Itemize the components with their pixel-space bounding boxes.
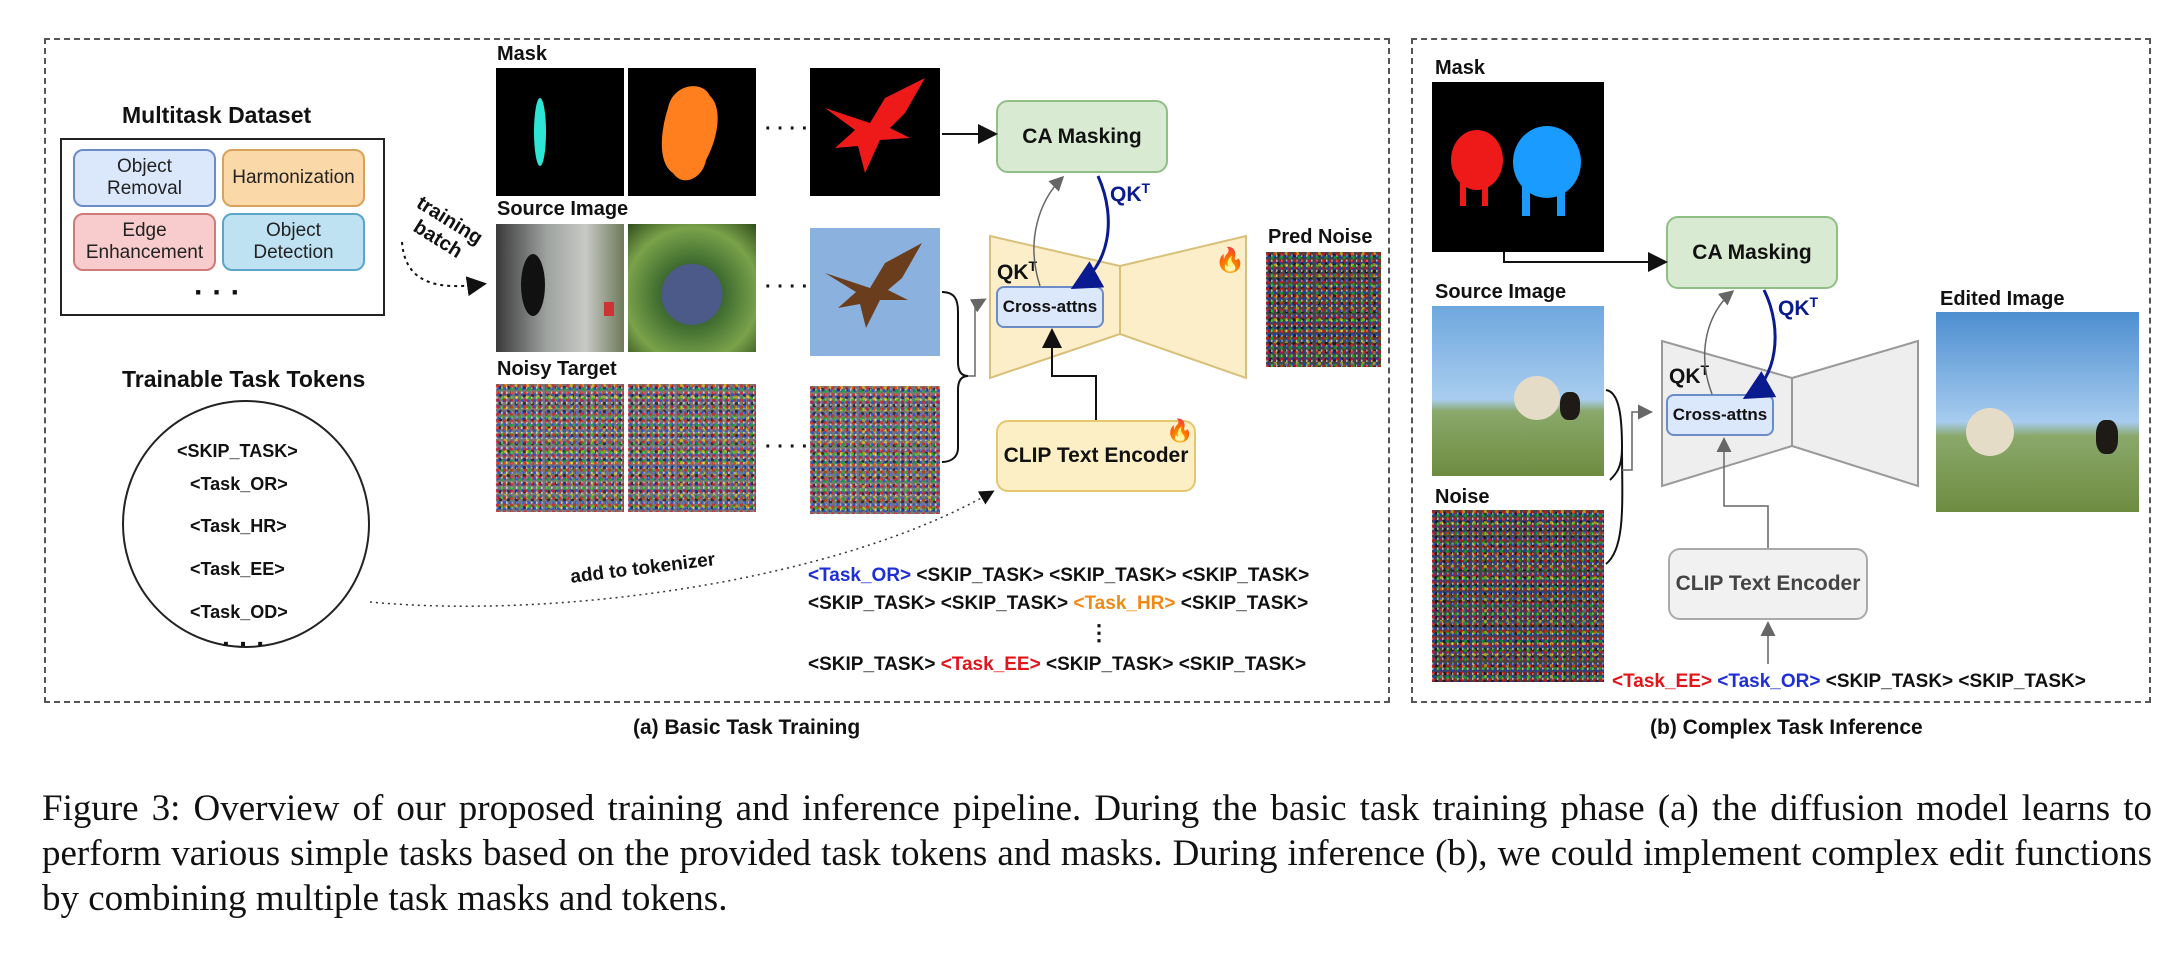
fire-icon: 🔥 [1166, 418, 1194, 443]
clip-text-encoder-a: CLIP Text Encoder [996, 420, 1196, 492]
edited-label: Edited Image [1940, 288, 2065, 310]
figure-caption: Figure 3: Overview of our proposed train… [42, 788, 2152, 919]
dataset-title: Multitask Dataset [122, 102, 312, 128]
dataset-item-harmonization: Harmonization [222, 149, 365, 207]
prompt-line-2-segment: <SKIP_TASK> <SKIP_TASK> [808, 593, 1074, 614]
tokens-title: Trainable Task Tokens [122, 366, 366, 392]
dataset-item-edge-enhancement: Edge Enhancement [73, 213, 216, 271]
tokens-ellipsis: · · · [222, 628, 266, 659]
prompt-line-b-segment: <Task_OR> [1717, 671, 1821, 692]
prompt-line-2-segment: <SKIP_TASK> [1175, 593, 1309, 614]
pred-noise-label: Pred Noise [1268, 226, 1373, 248]
source-label-b: Source Image [1435, 281, 1567, 303]
source-image-3 [810, 228, 940, 356]
prompt-line-1: <Task_OR> <SKIP_TASK> <SKIP_TASK> <SKIP_… [808, 565, 1309, 587]
prompt-line-b: <Task_EE> <Task_OR> <SKIP_TASK> <SKIP_TA… [1612, 671, 2086, 693]
red-bird-mask-shape [825, 78, 925, 173]
ca-masking-block-a: CA Masking [996, 100, 1168, 173]
prompt-line-1-segment: <SKIP_TASK> <SKIP_TASK> <SKIP_TASK> [911, 565, 1310, 586]
noisy-row-ellipsis: · · · · [765, 436, 809, 458]
clip-text-encoder-b: CLIP Text Encoder [1668, 548, 1868, 620]
source-image-1 [496, 224, 624, 352]
prompt-line-2-segment: <Task_HR> [1073, 593, 1176, 614]
panel-a-frame [44, 38, 1390, 703]
dual-sheep-mask-shape [1451, 126, 1581, 216]
prompt-vdots: ⋮ [1088, 620, 1110, 645]
prompt-line-3-segment: <Task_EE> [940, 654, 1041, 675]
fire-icon: 🔥 [1215, 247, 1245, 274]
qkt-label-a: QKT [997, 258, 1038, 284]
prompt-line-b-segment: <Task_EE> [1612, 671, 1713, 692]
token-task-or: <Task_OR> [190, 474, 288, 494]
kite-bird-shape [825, 243, 922, 328]
dataset-box [60, 138, 385, 316]
noisy-image-3 [810, 386, 940, 514]
dataset-item-object-detection: Object Detection [222, 213, 365, 271]
qkt-arrow-label-a: QKT [1110, 180, 1151, 206]
prompt-line-3-segment: <SKIP_TASK> <SKIP_TASK> [1040, 654, 1307, 675]
source-image-2 [628, 224, 756, 352]
token-task-od: <Task_OD> [190, 602, 288, 622]
noise-image-b [1432, 510, 1604, 682]
cross-attns-block-a: Cross-attns [996, 286, 1104, 328]
prompt-line-2: <SKIP_TASK> <SKIP_TASK> <Task_HR> <SKIP_… [808, 593, 1308, 615]
source-image-b [1432, 306, 1604, 476]
mask-image-b [1432, 82, 1604, 252]
prompt-line-1-segment: <Task_OR> [808, 565, 912, 586]
token-task-ee: <Task_EE> [190, 559, 285, 579]
dataset-ellipsis: · · · [194, 276, 241, 309]
edited-image [1936, 312, 2139, 512]
prompt-line-3-segment: <SKIP_TASK> [808, 654, 941, 675]
mask-image-1 [496, 68, 624, 196]
source-label-a: Source Image [497, 198, 629, 220]
panel-a-caption: (a) Basic Task Training [633, 716, 861, 739]
tokens-circle [122, 400, 370, 648]
dataset-item-object-removal: Object Removal [73, 149, 216, 207]
noisy-label-a: Noisy Target [497, 358, 617, 380]
qkt-label-b: QKT [1669, 362, 1710, 388]
ca-masking-block-b: CA Masking [1666, 216, 1838, 289]
noise-label-b: Noise [1435, 486, 1490, 508]
mask-image-2 [628, 68, 756, 196]
panel-b-caption: (b) Complex Task Inference [1650, 716, 1923, 739]
panel-b-frame [1411, 38, 2151, 703]
noisy-image-1 [496, 384, 624, 512]
pred-noise-image [1266, 252, 1381, 367]
source-row-ellipsis: · · · · [765, 276, 809, 298]
qkt-arrow-label-b: QKT [1778, 294, 1819, 320]
mask-label-b: Mask [1435, 57, 1486, 79]
prompt-line-3: <SKIP_TASK> <Task_EE> <SKIP_TASK> <SKIP_… [808, 654, 1306, 676]
noisy-image-2 [628, 384, 756, 512]
prompt-line-b-segment: <SKIP_TASK> <SKIP_TASK> [1820, 671, 2086, 692]
cross-attns-block-b: Cross-attns [1666, 394, 1774, 436]
token-skip-task: <SKIP_TASK> [177, 441, 298, 461]
mask-image-3 [810, 68, 940, 196]
token-task-hr: <Task_HR> [190, 516, 287, 536]
mask-label-a: Mask [497, 43, 548, 65]
mask-row-ellipsis: · · · · [765, 118, 809, 140]
orange-mask-shape [661, 86, 718, 181]
